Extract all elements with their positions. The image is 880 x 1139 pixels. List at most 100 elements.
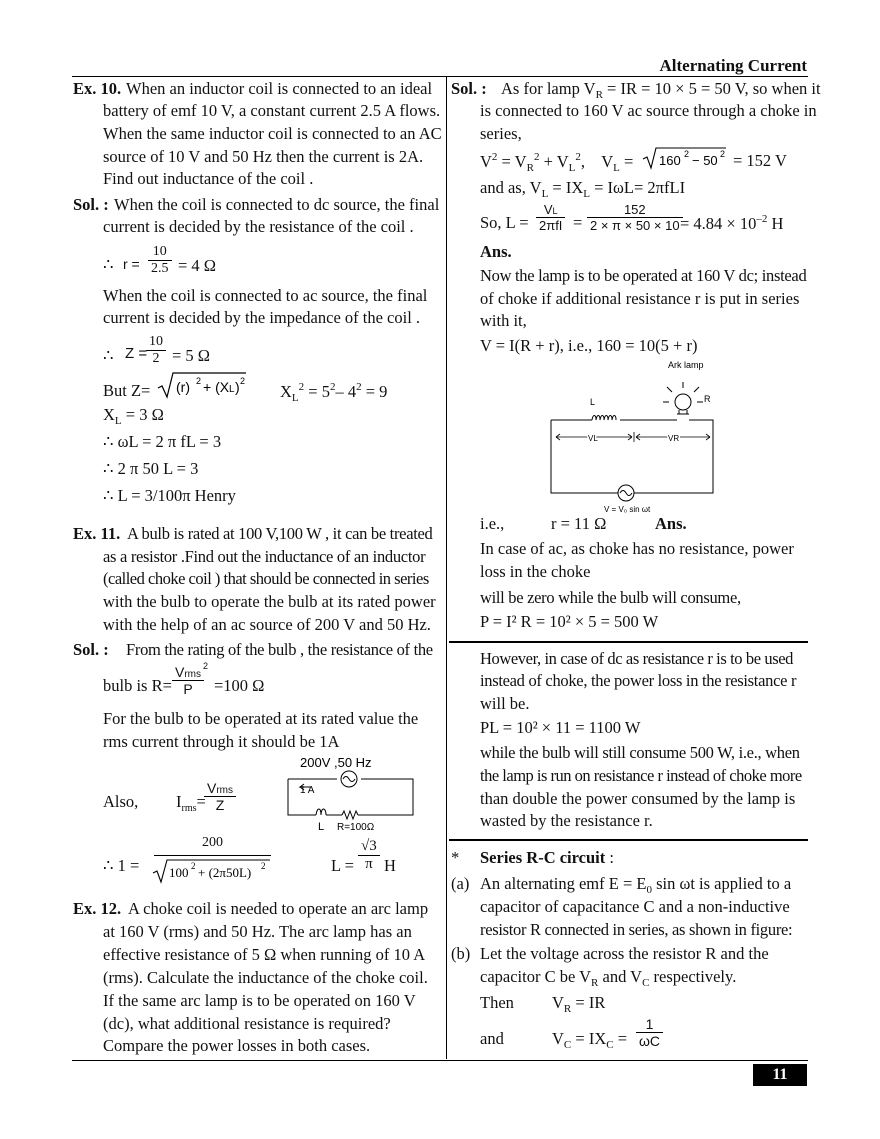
circuit-resistor-label: R=100Ω (337, 822, 375, 833)
ex12-line: A choke coil is needed to operate an arc… (128, 899, 429, 918)
item-b-label: (b) (451, 944, 471, 963)
sqrt-160-50: 160 2 − 50 2 (642, 147, 726, 170)
answer-label: Ans. (655, 514, 687, 533)
section-colon: : (605, 848, 614, 867)
sol-line: of choke if additional resistance r is p… (480, 289, 800, 308)
also-label: Also, (103, 792, 139, 811)
ex11-line: (called choke coil ) that should be conn… (103, 569, 429, 588)
dc-line: instead of choke, the power loss in the … (480, 671, 797, 690)
ex11-label: Ex. 11. (73, 524, 121, 543)
sol-line: is connected to 160 V ac source through … (480, 101, 817, 120)
then-label: Then (480, 993, 514, 1012)
svg-text:160: 160 (659, 153, 681, 168)
dc-line: than double the power consumed by the la… (480, 789, 796, 808)
svg-text:2: 2 (240, 376, 245, 386)
footer-rule (72, 1060, 808, 1061)
dc-line: PL = 10² × 11 = 1100 W (480, 718, 641, 737)
sol-line: will be zero while the bulb will consume… (480, 588, 741, 607)
ex10-line: When an inductor coil is connected to an… (126, 79, 433, 98)
sol11-line: From the rating of the bulb , the resist… (126, 640, 433, 659)
svg-text:− 50: − 50 (692, 153, 718, 168)
r-result: = 4 Ω (178, 256, 217, 275)
ex12-line: If the same arc lamp is to be operated o… (103, 991, 416, 1010)
arc-lamp-circuit-diagram: Ark lamp R L VL VR V = V₀ sin ωt (550, 360, 714, 514)
svg-text:2: 2 (684, 149, 689, 159)
fraction-bar (154, 855, 271, 856)
denominator: 2 × π × 50 × 10 (590, 218, 680, 233)
ie-label: i.e., (480, 514, 505, 533)
v-squared-eq: V2 = VR2 + VL2, VL = (480, 151, 634, 174)
power-ac-eq: P = I² R = 10² × 5 = 500 W (480, 612, 659, 631)
sol-line: In case of ac, as choke has no resistanc… (480, 539, 794, 558)
svg-text:+ (X: + (X (203, 379, 230, 395)
equals: = (573, 213, 583, 232)
denominator: 2πfI (539, 218, 563, 233)
sol10-label: Sol. : (73, 195, 109, 214)
ex10-line: When the same inductor coil is connected… (103, 124, 442, 143)
section-title: Series R-C circuit (480, 848, 606, 867)
dc-line: However, in case of dc as resistance r i… (480, 649, 794, 668)
circuit-vr-label: VR (668, 434, 679, 443)
denominator: ωC (639, 1033, 661, 1049)
z-result: = 5 Ω (172, 346, 211, 365)
therefore-sign: ∴ (103, 255, 114, 274)
header-rule (72, 76, 808, 77)
item-a-line: resistor R connected in series, as shown… (480, 920, 793, 939)
r-eleven: r = 11 Ω (551, 514, 607, 533)
sqrt-r-xl: (r) 2 + (X L ) 2 (157, 372, 246, 399)
circuit-l-label: L (590, 397, 595, 407)
sqrt-denominator: 100 2 + (2π50L) 2 (152, 859, 270, 884)
section-rule (449, 641, 808, 643)
section-heading: Series R-C circuit : (480, 848, 614, 868)
svg-text:L: L (229, 384, 235, 395)
l-eq: L = (331, 856, 354, 875)
and-label: and (480, 1029, 504, 1048)
ex12-line: effective resistance of 5 Ω when running… (103, 945, 426, 964)
l-value-mantissa: = 4.84 × 10 (680, 214, 757, 233)
circuit-vl-label: VL (588, 434, 598, 443)
henry-unit: H (384, 856, 396, 875)
numerator: 152 (587, 202, 683, 218)
but-z: But Z= (103, 381, 151, 400)
item-a-line: capacitor of capacitance C and a non-ind… (480, 897, 790, 916)
irms-label: Irms= (176, 792, 206, 814)
svg-text:2: 2 (196, 376, 201, 386)
denominator: 2.5 (151, 261, 169, 276)
r-symbol: r = (123, 256, 140, 272)
l-value-unit: H (767, 214, 784, 233)
numerator: Vrms (172, 664, 205, 681)
numerator: VL (536, 202, 566, 218)
sol-line-lamp: As for lamp VR = IR = 10 × 5 = 50 V, so … (501, 79, 821, 101)
bullet-star: * (451, 848, 460, 867)
item-b-line: capacitor C be VR and VC respectively. (480, 967, 737, 989)
ex10-line: Find out inductance of the coil . (103, 169, 314, 188)
numerator: 10 (146, 334, 166, 351)
numerator: √3 (358, 838, 380, 856)
sol10-line: current is decided by the resistance of … (103, 217, 414, 236)
ex11-line: with the bulb to operate the bulb at its… (103, 592, 436, 611)
item-b-line: Let the voltage across the resistor R an… (480, 944, 769, 963)
numerator: 10 (148, 244, 172, 261)
numerator-200: 200 (202, 835, 223, 850)
therefore-sign: ∴ (103, 346, 114, 365)
running-header: Alternating Current (659, 56, 807, 75)
sol-line: with it, (480, 311, 527, 330)
l-value-exponent: –2 (756, 213, 768, 225)
sol-line: series, (480, 124, 522, 143)
xl-squared-eq: XL2 = 52– 42 = 9 (280, 381, 388, 404)
sol11-label: Sol. : (73, 640, 109, 659)
sol10-line: current is decided by the impedance of t… (103, 308, 421, 327)
ex11-line: as a resistor .Find out the inductance o… (103, 547, 426, 566)
dc-line: will be. (480, 694, 530, 713)
svg-text:2: 2 (261, 861, 266, 871)
item-a-label: (a) (451, 874, 470, 893)
vr-eq: VR = IR (552, 993, 606, 1015)
ex12-line: Compare the power losses in both cases. (103, 1036, 371, 1055)
eq-one: ∴ 1 = (103, 856, 140, 875)
circuit-current-label: 1 A (300, 785, 315, 796)
and-as-eq: and as, VL = IXL = IωL= 2πfLI (480, 178, 686, 200)
z-symbol: Z = (125, 345, 148, 362)
